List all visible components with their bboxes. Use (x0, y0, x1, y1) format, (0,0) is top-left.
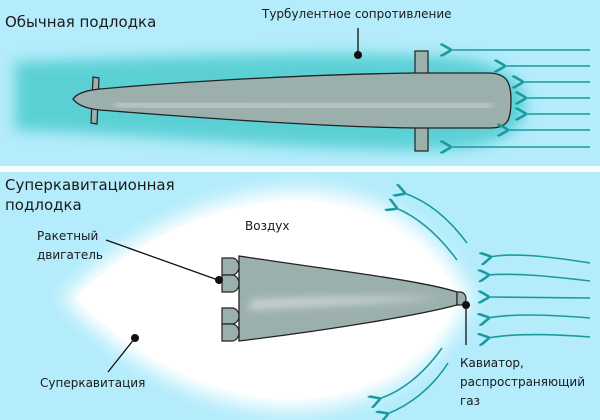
flow-arrow (379, 347, 443, 399)
flow-arrow (490, 255, 591, 263)
deflected-flow-arrows (379, 193, 591, 414)
cavitator-label-line3: газ (460, 394, 480, 408)
flow-arrow (404, 193, 468, 244)
rocket-nozzle (221, 307, 240, 325)
engine-label-line1: Ракетный (37, 229, 98, 243)
panel-divider (0, 166, 600, 172)
rocket-nozzle (221, 323, 240, 342)
flow-arrow (488, 334, 591, 338)
incoming-flow-arrows (450, 50, 590, 147)
submarine-hull (72, 72, 512, 129)
rocket-nozzle (221, 257, 240, 276)
panel-title-line2: подлодка (5, 196, 82, 214)
supercavitation-label: Суперкавитация (40, 376, 145, 390)
conventional-submarine-panel: Обычная подлодка Турбулентное сопротивле… (0, 0, 600, 166)
panel-title-line1: Суперкавитационная (5, 176, 175, 194)
supercavitating-submarine (221, 255, 467, 342)
flow-arrow (488, 297, 591, 298)
flow-arrow (396, 208, 458, 261)
supercavitating-submarine-panel: Суперкавитационная подлодка Воздух Ракет… (0, 172, 600, 420)
rocket-nozzle (221, 274, 240, 293)
hull-highlight (250, 296, 440, 310)
engine-label-line2: двигатель (37, 248, 103, 262)
flow-arrow (488, 274, 591, 281)
engine-callout-dot (215, 276, 223, 284)
conventional-submarine (72, 50, 512, 152)
cavitator-callout-dot (462, 301, 470, 309)
flow-arrow (387, 362, 449, 414)
panel-title: Обычная подлодка (5, 13, 156, 31)
cavity-callout-line (107, 337, 136, 373)
turbulent-drag-label: Турбулентное сопротивление (261, 7, 452, 21)
cavitator-label-line1: Кавиатор, (460, 356, 524, 370)
flow-arrow (488, 315, 591, 318)
cavity-callout-dot (131, 334, 139, 342)
air-label: Воздух (245, 219, 289, 233)
callout-dot (354, 51, 362, 59)
hull-highlight (115, 101, 493, 110)
hull-patch (415, 74, 428, 127)
cavitator-label-line2: распространяющий (460, 375, 585, 389)
rocket-engines (221, 257, 240, 342)
engine-callout-line (105, 239, 219, 281)
